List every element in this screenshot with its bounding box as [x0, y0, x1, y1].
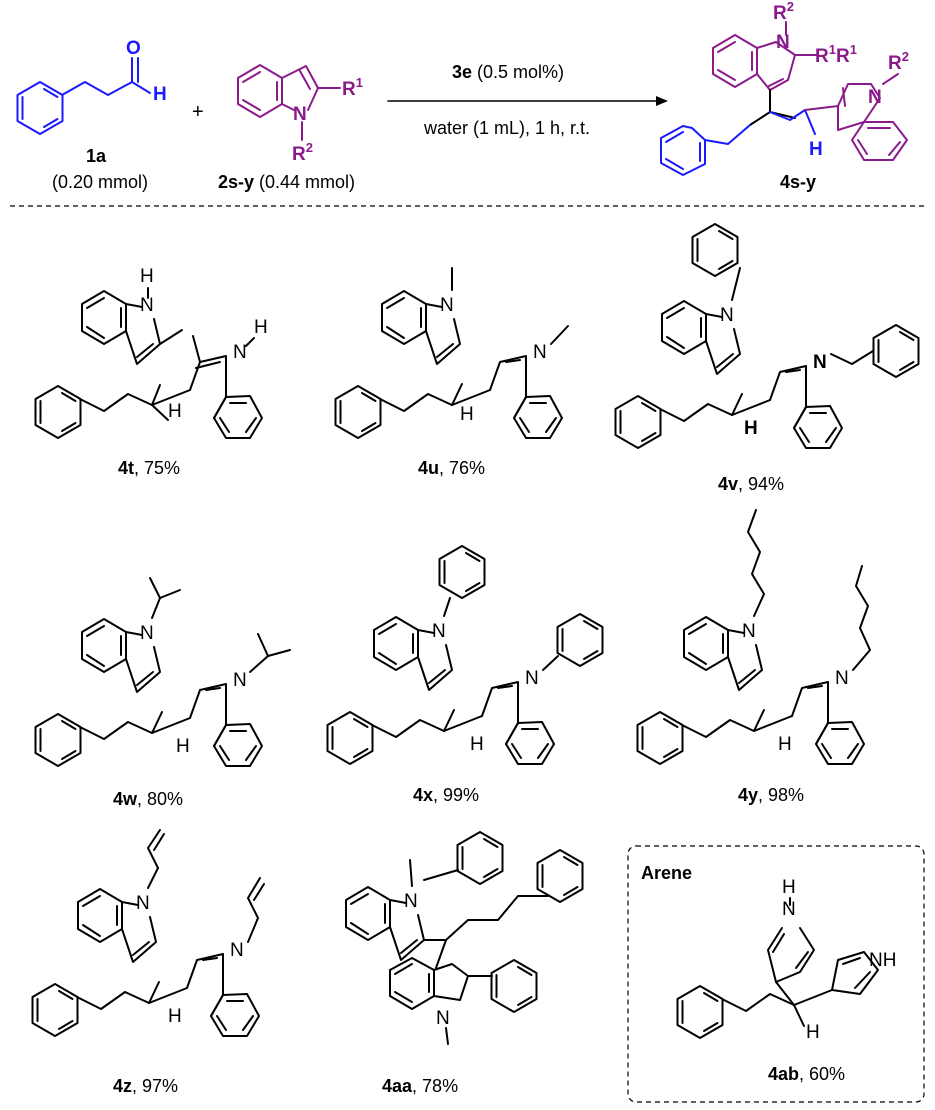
svg-text:H: H	[470, 734, 484, 755]
svg-text:N: N	[720, 305, 734, 326]
product-upper-r2: R2	[773, 0, 794, 24]
svg-text:H: H	[140, 266, 154, 287]
compound-label-4aa: 4aa, 78%	[382, 1076, 458, 1096]
r2-label: R2	[292, 140, 313, 165]
compound-label-4w: 4w, 80%	[113, 789, 183, 809]
indole-amount-line: 2s-y (0.44 mmol)	[218, 172, 355, 192]
svg-text:N: N	[136, 893, 150, 914]
svg-text:H: H	[744, 418, 758, 439]
compound-label-4z: 4z, 97%	[113, 1076, 178, 1096]
svg-text:N: N	[404, 891, 418, 912]
svg-text:H: H	[168, 1006, 182, 1027]
compound-label-4x: 4x, 99%	[413, 785, 479, 805]
svg-text:N: N	[140, 295, 154, 316]
svg-text:H: H	[168, 401, 182, 422]
product-lower-r2: R2	[888, 49, 909, 74]
svg-text:H: H	[778, 734, 792, 755]
svg-text:N: N	[525, 668, 539, 689]
arene-box-title: Arene	[641, 863, 692, 883]
compound-4w-structure: H N N	[34, 577, 291, 767]
svg-text:H: H	[806, 1022, 820, 1043]
compound-4u-structure: H N N	[334, 267, 569, 439]
plus-sign: +	[192, 101, 204, 123]
compound-id-2s-y: 2s-y	[218, 172, 254, 192]
product-4s-y-structure: N R2 R1R1 H N R2	[660, 0, 909, 176]
svg-text:N: N	[432, 621, 446, 642]
compound-label-4ab: 4ab, 60%	[768, 1064, 845, 1084]
r1-label: R1	[342, 75, 363, 100]
aldehyde-oxygen: O	[126, 38, 141, 59]
compound-label-4y: 4y, 98%	[738, 785, 804, 805]
catalyst-condition: 3e (0.5 mol%)	[452, 62, 564, 82]
reaction-arrow	[387, 96, 668, 106]
svg-text:N: N	[782, 899, 796, 920]
compound-4aa-structure: N N	[345, 831, 584, 1045]
svg-text:H: H	[176, 736, 190, 757]
product-methine-h: H	[809, 139, 823, 160]
svg-text:H: H	[254, 317, 268, 338]
compound-id-4s-y: 4s-y	[780, 172, 816, 192]
compound-4ab-structure: H N H NH	[676, 877, 896, 1043]
compound-4v-structure: H N N	[614, 223, 920, 449]
aldehyde-hydrogen: H	[153, 84, 167, 105]
product-lower-nitrogen: N	[868, 87, 882, 108]
svg-text:N: N	[835, 668, 849, 689]
svg-text:H: H	[782, 877, 796, 898]
indole-2-structure: N R1 R2	[237, 64, 363, 165]
compound-4z-structure: H N N	[31, 829, 265, 1037]
aldehyde-1a-structure: O H	[16, 38, 167, 135]
compound-label-4v: 4v, 94%	[718, 474, 784, 494]
svg-text:N: N	[436, 1008, 450, 1029]
svg-text:N: N	[533, 342, 547, 363]
compound-label-4t: 4t, 75%	[118, 458, 180, 478]
aldehyde-amount: (0.20 mmol)	[52, 172, 148, 192]
indole-nitrogen: N	[293, 104, 307, 125]
compound-id-1a: 1a	[86, 146, 107, 166]
svg-text:N: N	[233, 670, 247, 691]
svg-text:H: H	[460, 404, 474, 425]
compound-label-4u: 4u, 76%	[418, 458, 485, 478]
svg-text:NH: NH	[869, 950, 896, 971]
compound-4y-structure: H N N	[636, 509, 871, 765]
svg-text:N: N	[813, 352, 827, 373]
svg-text:N: N	[140, 623, 154, 644]
svg-text:N: N	[742, 621, 756, 642]
product-upper-nitrogen: N	[776, 32, 790, 53]
compound-4t-structure: H N H N H	[34, 266, 268, 439]
compound-4x-structure: H N N	[326, 545, 604, 765]
solvent-condition: water (1 mL), 1 h, r.t.	[423, 118, 590, 138]
svg-text:N: N	[230, 940, 244, 961]
product-r1-labels: R1R1	[815, 42, 857, 67]
svg-text:N: N	[440, 295, 454, 316]
arene-box	[627, 845, 925, 1103]
svg-text:N: N	[233, 342, 247, 363]
